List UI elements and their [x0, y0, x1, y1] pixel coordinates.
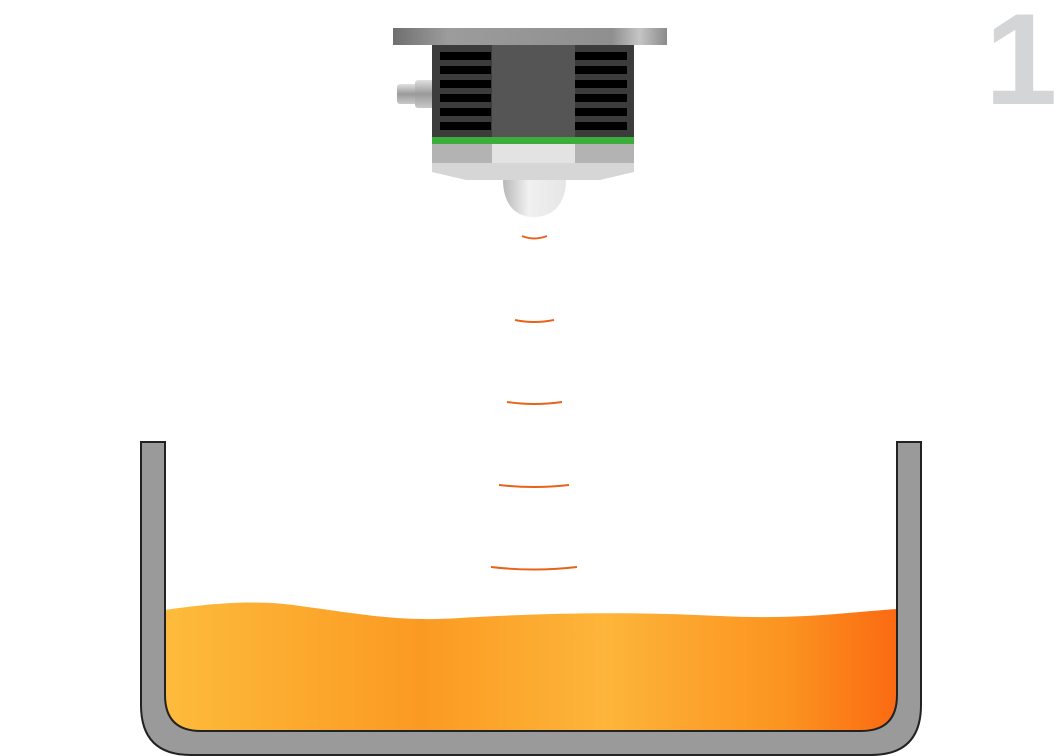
mounting-plate: [393, 28, 667, 45]
wave-arc: [521, 235, 548, 240]
ultrasonic-waves: [490, 235, 578, 571]
liquid: [165, 602, 897, 731]
heatsink-fins: [440, 52, 627, 130]
wave-arc: [490, 566, 578, 571]
wave-arc: [514, 319, 555, 323]
status-band: [432, 137, 634, 144]
sensor-base: [432, 163, 634, 180]
tank: [140, 441, 922, 756]
sensor: [393, 28, 667, 217]
wave-arc: [506, 401, 563, 405]
connector: [397, 80, 437, 108]
sensor-core: [492, 45, 575, 137]
wave-arc: [498, 484, 570, 488]
transducer-dome: [503, 180, 566, 217]
step-number: 1: [985, 0, 1058, 132]
